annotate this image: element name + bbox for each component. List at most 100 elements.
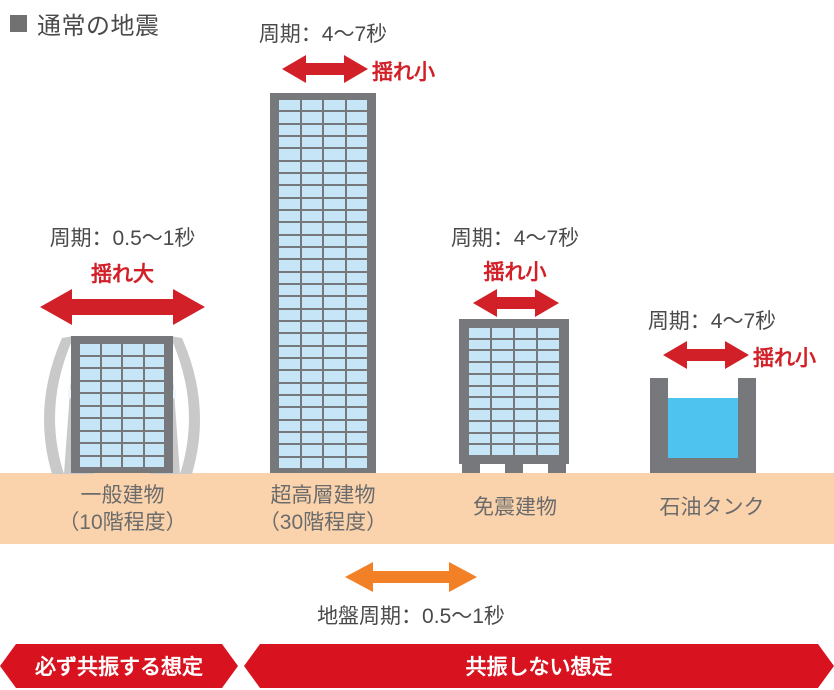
window-cell [346, 457, 367, 468]
window-cell [324, 284, 345, 296]
ground-label-line1: 超高層建物 [270, 484, 376, 507]
ground-label-line1: 石油タンク [659, 496, 765, 519]
window-cell [324, 100, 345, 111]
window-cell [469, 374, 490, 385]
window-cell [324, 223, 345, 234]
window-cell [279, 371, 300, 382]
window-cell [324, 309, 345, 320]
window-cell [279, 383, 300, 394]
ground-label-line1: 免震建物 [473, 496, 557, 519]
window-cell [324, 321, 345, 333]
isolation-leg-left [462, 463, 480, 473]
window-cell [279, 136, 300, 148]
window-cell [279, 445, 300, 456]
banner-resonance-certain: 必ず共振する想定 [0, 644, 238, 688]
window-cell [80, 431, 100, 442]
window-cell [301, 260, 322, 271]
ground-label-general-building: 一般建物 （10階程度） [0, 483, 245, 537]
window-cell [538, 410, 559, 420]
shake-label-skyscraper: 揺れ小 [372, 61, 435, 84]
window-cell [346, 100, 367, 111]
window-cell [492, 421, 513, 432]
window-cell [469, 351, 490, 362]
window-cell [538, 363, 559, 373]
window-cell [538, 374, 559, 385]
square-marker-icon [10, 15, 27, 32]
window-cell [144, 406, 164, 417]
window-cell [324, 371, 345, 382]
window-cell [324, 297, 345, 308]
window-cell [101, 406, 121, 417]
window-cell [301, 321, 322, 333]
window-cell [301, 112, 322, 123]
window-cell [346, 358, 367, 370]
window-cell [279, 100, 300, 111]
window-cell [492, 433, 513, 444]
window-cell [279, 210, 300, 222]
shake-arrow-skyscraper [282, 55, 368, 83]
window-cell [515, 386, 536, 397]
window-cell [301, 198, 322, 209]
window-cell [279, 235, 300, 246]
window-cell [301, 358, 322, 370]
shake-label-general-building: 揺れ大 [91, 263, 154, 286]
window-cell [324, 260, 345, 271]
window-cell [324, 210, 345, 222]
window-cell [515, 374, 536, 385]
window-cell [346, 297, 367, 308]
building-general-building [71, 336, 173, 473]
window-cell [469, 363, 490, 373]
window-cell [469, 398, 490, 409]
window-cell [144, 356, 164, 367]
window-cell [324, 186, 345, 197]
window-cell [279, 161, 300, 172]
window-cell [346, 260, 367, 271]
window-cell [144, 381, 164, 392]
window-cell [469, 339, 490, 350]
window-cell [144, 369, 164, 380]
window-cell [101, 344, 121, 355]
window-cell [80, 419, 100, 430]
window-cell [492, 445, 513, 455]
window-cell [279, 395, 300, 407]
ground-period-arrow-icon [345, 562, 477, 592]
window-cell [324, 445, 345, 456]
window-cell [538, 351, 559, 362]
ground-label-line1: 一般建物 [80, 484, 165, 507]
tank-wall-left [650, 378, 668, 473]
window-cell [346, 124, 367, 135]
window-cell [123, 419, 143, 430]
window-cell [346, 247, 367, 259]
window-cell [492, 386, 513, 397]
window-cell [538, 421, 559, 432]
window-cell [538, 386, 559, 397]
window-cell [80, 344, 100, 355]
ground-band [0, 473, 834, 544]
period-label-general-building: 周期：0.5〜1秒 [49, 227, 196, 250]
window-cell [515, 328, 536, 338]
window-grid-general-building [80, 344, 164, 467]
window-cell [80, 381, 100, 392]
window-cell [492, 328, 513, 338]
window-cell [346, 149, 367, 160]
window-cell [515, 433, 536, 444]
window-cell [301, 124, 322, 135]
window-cell [301, 284, 322, 296]
window-cell [324, 161, 345, 172]
tank-liquid [668, 398, 738, 458]
window-cell [80, 356, 100, 367]
window-cell [346, 112, 367, 123]
window-cell [301, 100, 322, 111]
window-cell [324, 272, 345, 283]
window-cell [279, 432, 300, 444]
window-cell [101, 419, 121, 430]
window-cell [515, 351, 536, 362]
window-cell [469, 386, 490, 397]
window-cell [279, 334, 300, 345]
assumption-banners: 必ず共振する想定 共振しない想定 [0, 644, 834, 688]
isolation-leg-center [505, 463, 523, 473]
window-cell [301, 149, 322, 160]
window-cell [301, 309, 322, 320]
window-cell [492, 363, 513, 373]
